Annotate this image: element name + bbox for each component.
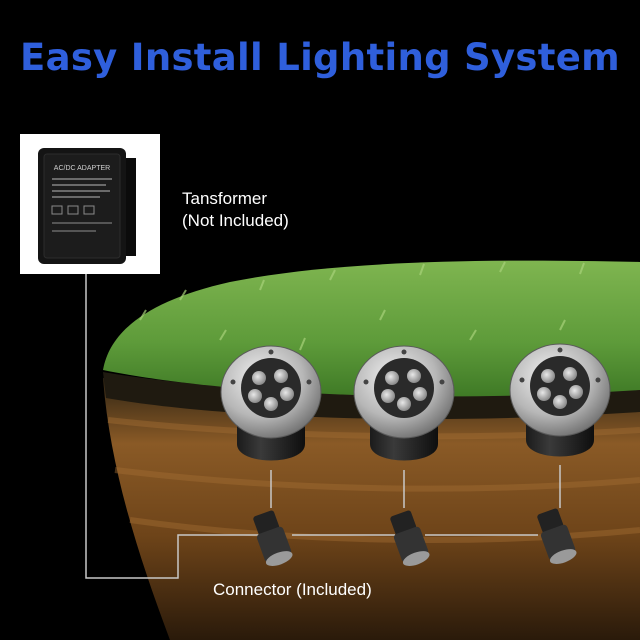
- power-adapter-icon: AC/DC ADAPTER: [20, 134, 160, 274]
- inground-light-3: [509, 343, 611, 457]
- transformer-caption: Tansformer (Not Included): [182, 188, 289, 232]
- inground-light-2: [353, 345, 455, 461]
- grass-texture: [139, 261, 585, 351]
- transformer-name: Tansformer: [182, 189, 268, 208]
- waterproof-connector-icon-1: [253, 510, 293, 566]
- connector-caption: Connector (Included): [213, 580, 372, 599]
- page-title: Easy Install Lighting System: [20, 36, 620, 79]
- inground-light-1: [220, 345, 322, 461]
- waterproof-connector-icon-2: [390, 510, 430, 566]
- main-wire: [85, 262, 262, 579]
- adapter-label: AC/DC ADAPTER: [54, 165, 110, 172]
- transformer-note: (Not Included): [182, 211, 289, 230]
- waterproof-connector-icon-3: [537, 508, 577, 564]
- wiring: [85, 262, 561, 579]
